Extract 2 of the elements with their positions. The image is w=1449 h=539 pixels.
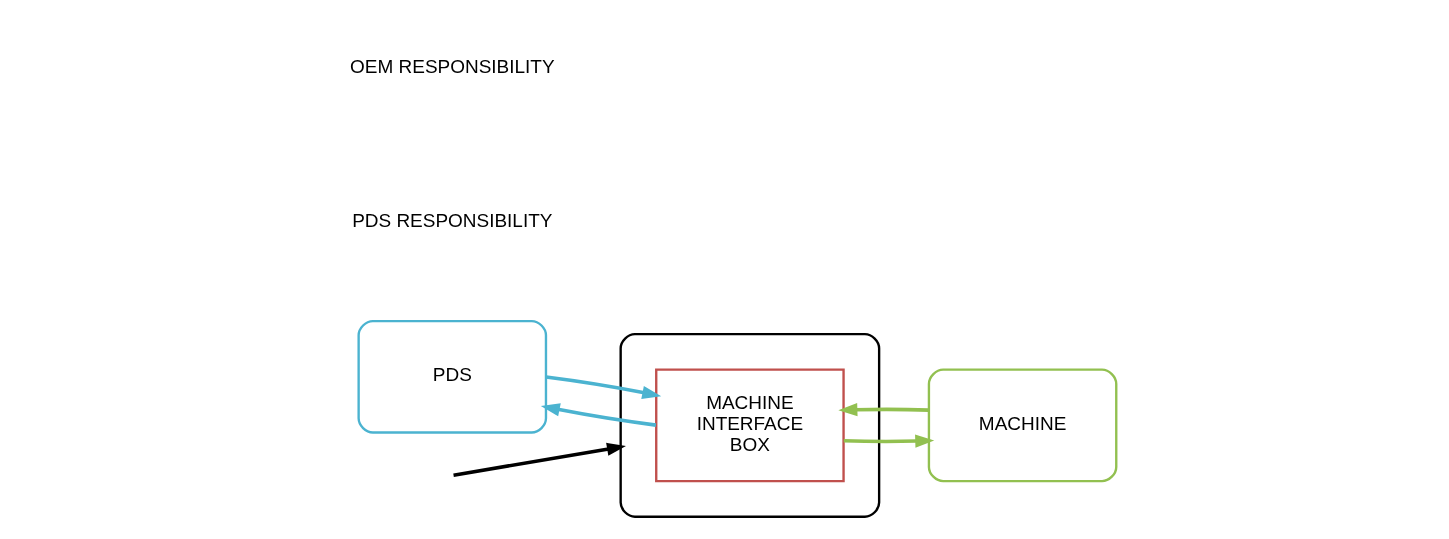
label: OEM RESPONSIBILITY (349, 56, 555, 78)
label: PDS RESPONSIBILITY (351, 210, 552, 232)
